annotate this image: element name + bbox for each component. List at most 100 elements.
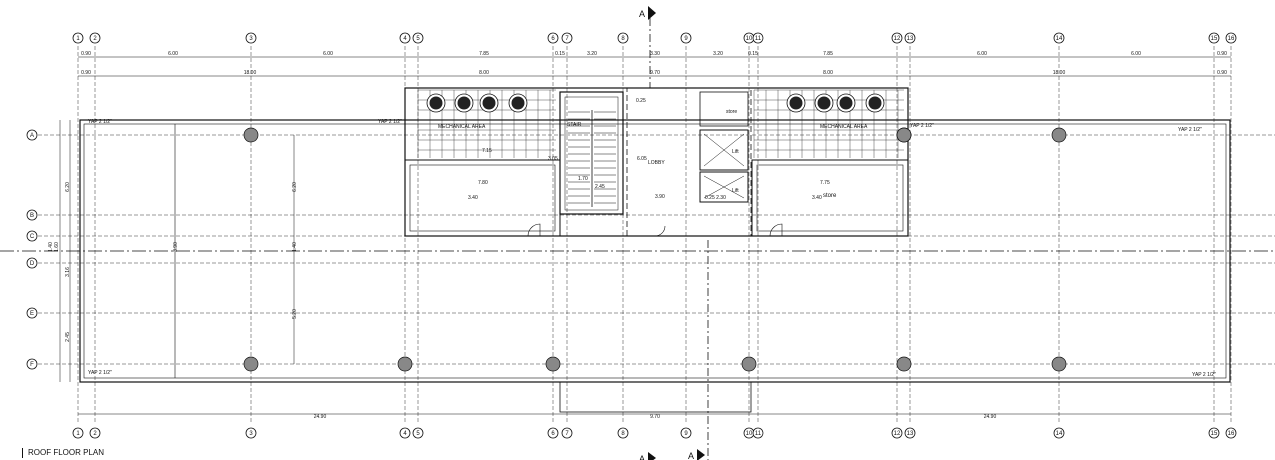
dim-top-row2-label: 8.00 [823,70,833,76]
dim-top-row2-label: 18.00 [244,70,257,76]
grid-bubble-label: 16 [1228,36,1235,42]
dim-top-row1-label: 6.00 [168,51,178,57]
ac-unit-fan [429,96,443,110]
drain-label: YAP 2 1/2" [1192,372,1216,378]
grid-bubble-label: 5 [416,431,420,437]
grid-bubble-row [26,257,38,269]
grid-bubble-col [561,32,573,44]
column [741,356,757,372]
grid-bubble-col [752,427,764,439]
section-mark-bottom-2: A [688,451,694,460]
building-outline [79,18,1231,460]
grid-bubble-label: 1 [76,431,80,437]
grid-bubble-row [26,129,38,141]
grid-bubble-col [245,427,257,439]
grid-bubble-col [891,427,903,439]
grid-bubble-label: 1 [76,36,80,42]
dim-top-row1-label: 6.00 [1131,51,1141,57]
grid-bubble-label: 6 [551,431,555,437]
column [397,356,413,372]
drain-label: YAP 2 1/2" [910,123,934,129]
grid-bubble-col [1053,32,1065,44]
grid-bubble-label: 9 [684,431,688,437]
stair-treads [568,110,616,207]
grid-bubble-row [26,230,38,242]
grid-bubble-row [26,209,38,221]
column [896,127,912,143]
grid-bubble-label: 4 [403,36,407,42]
grid-bubble-col [547,32,559,44]
grid-bubble-label: 12 [894,431,901,437]
dim-top-row2-label: 0.90 [81,70,91,76]
dim-top-row1-label: 6.00 [977,51,987,57]
ac-unit-fan [457,96,471,110]
grid-bubble-col [904,427,916,439]
dim-bottom-label: 24.90 [314,414,327,420]
ac-unit-fan [482,96,496,110]
grid-bubble-label: 2 [93,36,97,42]
grid-bubble-label: 14 [1056,36,1063,42]
room-label-store-right: store [823,193,837,199]
drain-label: YAP 2 1/2" [88,119,112,125]
grid-bubble-label: 15 [1211,36,1218,42]
grid-bubble-col [680,427,692,439]
dim-top-row1-label: 7.85 [823,51,833,57]
drain-label: YAP 2 1/2" [378,119,402,125]
dim-bottom-label: 24.90 [984,414,997,420]
dim-inner-label: 1.40 [292,242,298,252]
dim-top-row1-label: 0.90 [81,51,91,57]
section-mark-top: A [639,9,645,19]
grid-bubble-label: 7 [565,431,569,437]
grid-bubble-label: 13 [907,36,914,42]
ac-unit-fan [511,96,525,110]
grid-bubble-label: E [30,311,34,317]
dim-top-row2-label: 9.70 [650,70,660,76]
column [243,356,259,372]
room-label-store-top: store [726,109,737,115]
drawing-title: ROOF FLOOR PLAN [22,448,104,458]
drain-label: YAP 2 1/2" [88,370,112,376]
ac-unit-fan [789,96,803,110]
grid-bubble-label: 10 [746,36,753,42]
grid-bubble-label: 8 [621,431,625,437]
dim-left-label: 1.40 [48,242,54,252]
dim-lobby-top: 0.25 [636,98,646,104]
grid-bubble-row [26,358,38,370]
grid-bubble-col [399,32,411,44]
grid-bubble-col [1225,427,1237,439]
grid-bubble-col [1225,32,1237,44]
grid-bubble-col [1208,32,1220,44]
grid-bubble-label: 15 [1211,431,1218,437]
structural-columns [243,127,1067,372]
grid-bubble-col [72,32,84,44]
section-arrow-top [648,6,656,20]
dim-lift: 0.25 2.30 [705,195,726,201]
grid-bubble-label: 16 [1228,431,1235,437]
section-arrow-bottom-1 [648,452,656,460]
grid-bubble-label: 4 [403,431,407,437]
dim-inner-label: 6.20 [292,182,298,192]
grid-bubble-label: 10 [746,431,753,437]
ac-unit-fan [839,96,853,110]
grid-bubble-col [617,32,629,44]
room-label-lobby: LOBBY [648,160,665,166]
grid-bubble-label: B [30,213,34,219]
room-label-lift-1: Lift [732,149,739,155]
dim-top-row1-label: 0.15 [555,51,565,57]
dim-left-height: 3.40 [468,195,478,201]
grid-bubble-label: 2 [93,431,97,437]
grid-bubble-label: A [30,133,34,139]
room-label-lift-2: Lift [732,188,739,194]
grid-bubble-col [547,427,559,439]
dim-top-row1-label: 3.20 [713,51,723,57]
grid-bubble-label: 11 [755,431,762,437]
grid-bubble-label: 6 [551,36,555,42]
dim-top-row1-label: 0.15 [748,51,758,57]
dim-left-label: 3.90 [173,242,179,252]
grid-bubble-label: 13 [907,431,914,437]
room-label-mech-right: MECHANICAL AREA [820,124,868,130]
grid-bubble-col [89,32,101,44]
dim-top-row1-label: 0.90 [1217,51,1227,57]
